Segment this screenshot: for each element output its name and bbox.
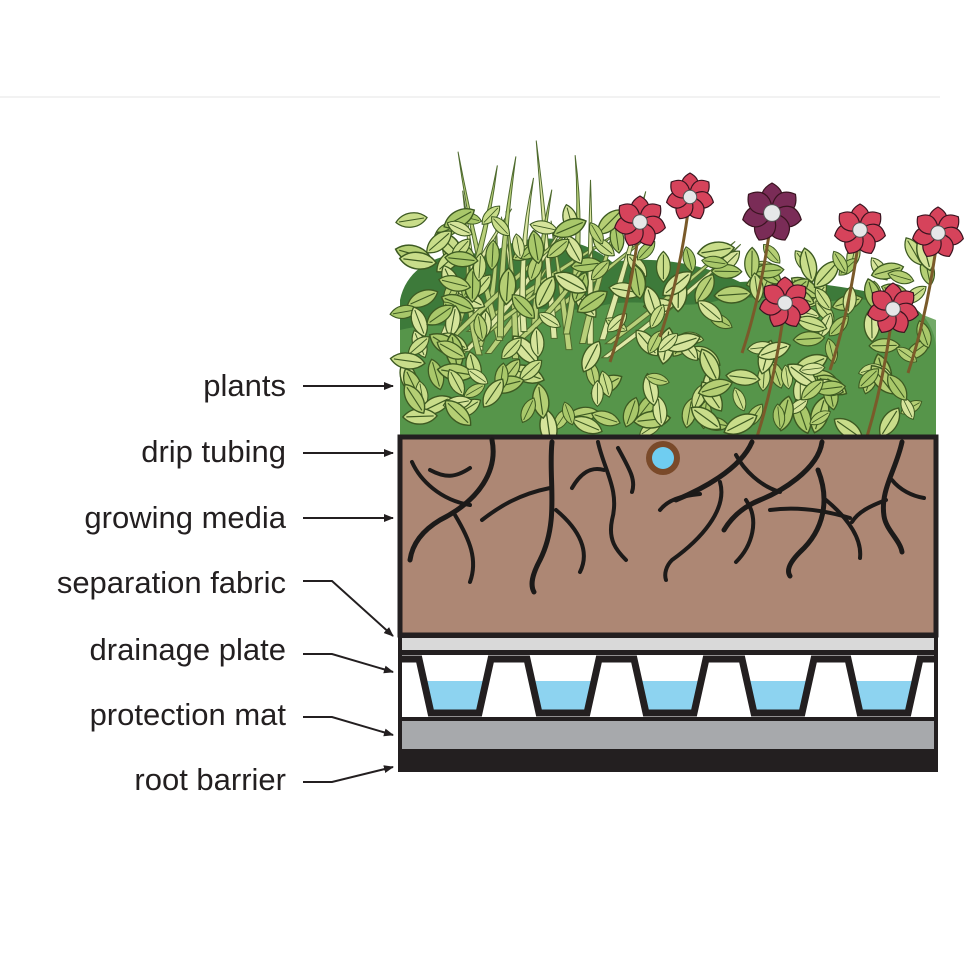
root [734,453,782,494]
flower [665,172,715,220]
flower [833,203,887,255]
leader-arrows [303,382,394,783]
root [721,439,825,533]
drainage-cups [402,655,934,717]
drainage-water [749,681,807,710]
drip-tubing [646,441,680,475]
drainage-plate-profile [402,655,934,717]
protection-mat-layer [398,717,938,753]
flower-center [930,225,946,241]
flowers [613,172,965,334]
root [596,440,628,562]
drainage-water [641,681,699,710]
flower [613,195,667,247]
drainage-water [855,681,913,710]
root [663,480,724,582]
label-drainage-plate: drainage plate [90,632,287,667]
root [410,460,472,507]
flower-center [885,301,901,317]
root [768,506,852,520]
arrow-drainage-plate [303,653,394,674]
flower-center [632,214,648,230]
root [554,508,586,574]
flower [758,276,812,328]
label-drip-tubing: drip tubing [141,434,286,469]
root [850,498,888,524]
root [453,513,476,584]
arrow-protection-mat [303,716,394,737]
drainage-water [534,681,592,710]
flower-center [682,189,698,205]
grass-blade [519,177,535,333]
root [785,467,827,579]
flower-center [852,222,868,238]
label-root-barrier: root barrier [134,762,286,797]
drainage-water [426,681,484,710]
label-growing-media: growing media [84,500,286,535]
leaf [394,209,429,231]
root [824,498,863,560]
root [658,492,702,512]
flower-center [763,204,781,222]
leaf [486,212,515,241]
label-plants: plants [203,368,286,403]
root [570,467,606,490]
arrow-separation-fabric [303,580,394,637]
label-separation-fabric: separation fabric [57,565,286,600]
layer-labels: plants drip tubing growing media separat… [57,368,287,797]
root [480,486,552,522]
flower [866,282,920,334]
plants-layer [388,140,965,450]
flower [911,206,965,258]
roots [407,437,926,595]
root-barrier-layer [398,751,938,772]
flower-center [777,295,793,311]
root [880,439,905,555]
separation-fabric-layer [398,634,938,654]
root [428,466,472,478]
arrow-root-barrier [303,765,394,783]
root [890,478,926,500]
grass-blade [600,243,742,359]
root [616,446,636,494]
root [529,439,555,595]
root [407,437,496,563]
root [734,498,756,564]
drip-tube-water [652,447,674,469]
label-protection-mat: protection mat [90,697,287,732]
flower [742,182,802,241]
